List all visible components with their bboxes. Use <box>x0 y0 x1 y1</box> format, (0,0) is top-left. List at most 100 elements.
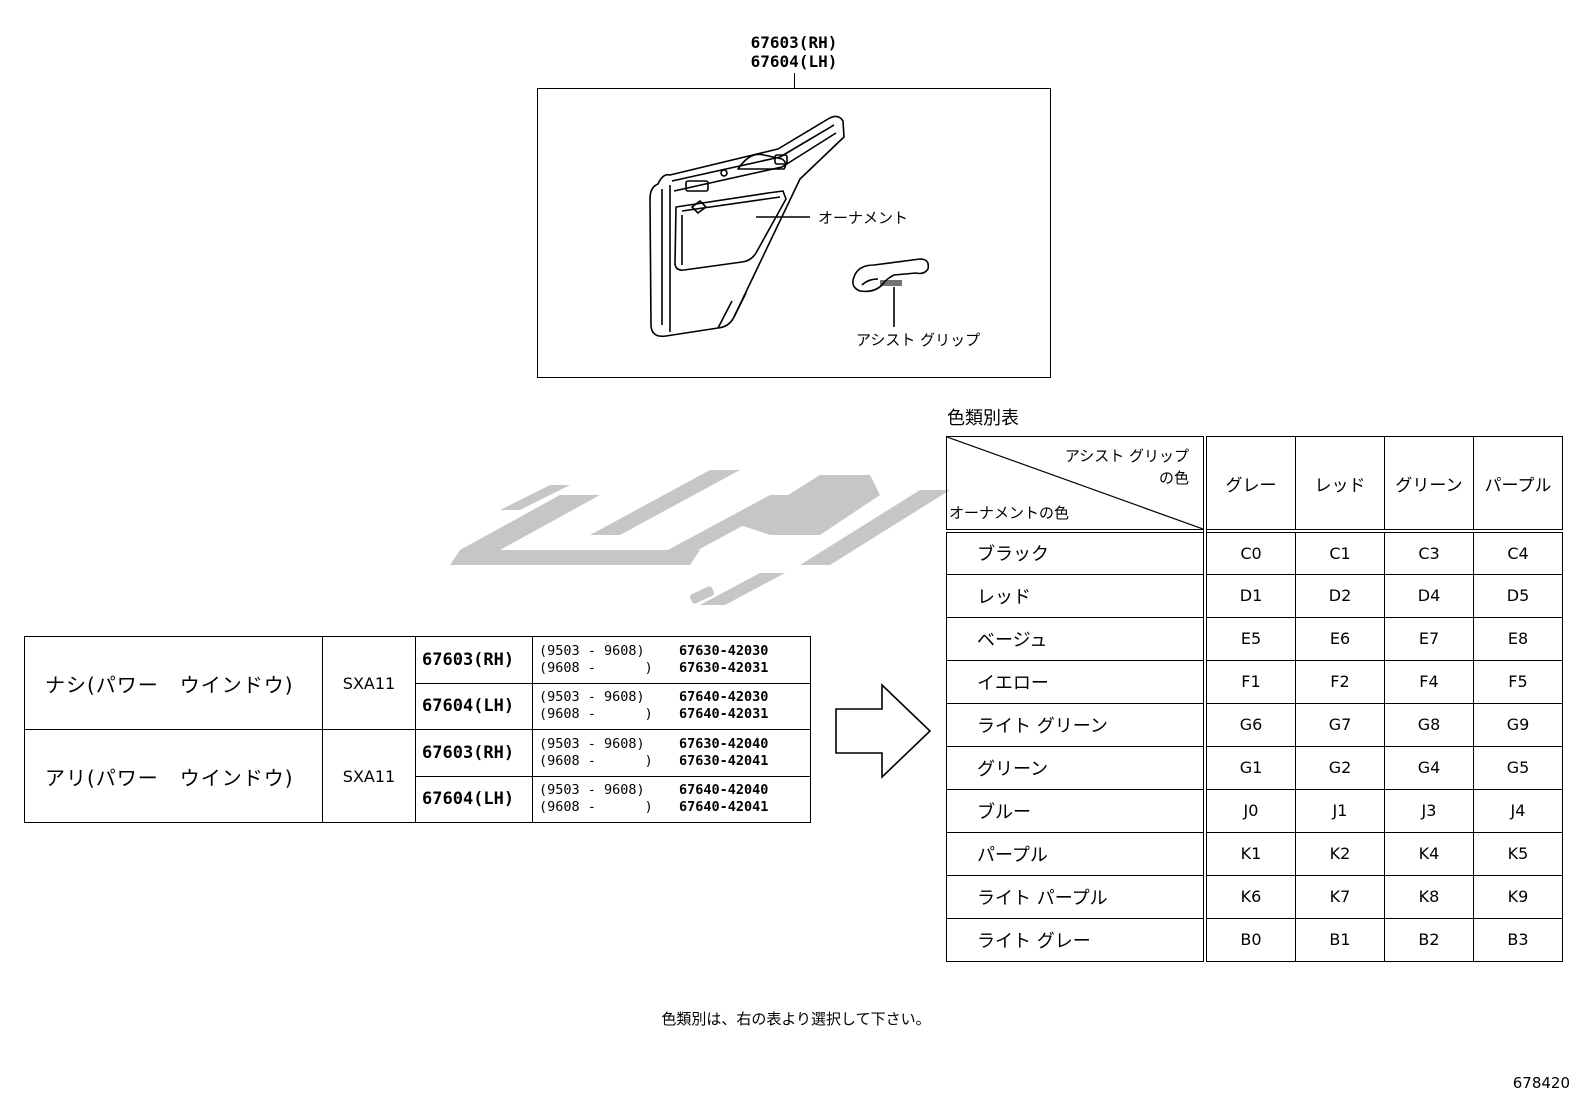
color-code: E7 <box>1384 616 1474 661</box>
date-range: (9503 - 9608) <box>539 642 645 659</box>
door-panel-outline <box>649 115 845 338</box>
color-code: D1 <box>1203 573 1296 618</box>
color-code: F5 <box>1473 659 1563 704</box>
dates-cell: (9503 - 9608)67640-42030 (9608 - )67640-… <box>532 682 811 730</box>
color-row: ライト パープル K6 K7 K8 K9 <box>946 874 1563 919</box>
part-number-rh: 67603(RH) <box>750 33 838 52</box>
part-number: 67640-42040 <box>679 782 769 799</box>
part-number-lh: 67604(LH) <box>750 52 838 71</box>
part-number: 67640-42030 <box>679 689 769 706</box>
color-row: グリーン G1 G2 G4 G5 <box>946 745 1563 790</box>
ornament-label: オーナメント <box>818 209 909 227</box>
ornament-color-name: ベージュ <box>946 616 1206 661</box>
color-code: D5 <box>1473 573 1563 618</box>
date-range: (9608 - ) <box>539 659 653 676</box>
color-code: G7 <box>1295 702 1385 747</box>
color-code: F4 <box>1384 659 1474 704</box>
figure-number: 678420 <box>1512 1074 1570 1092</box>
column-header: グリーン <box>1384 436 1474 532</box>
color-row: レッド D1 D2 D4 D5 <box>946 573 1563 618</box>
color-code: F2 <box>1295 659 1385 704</box>
color-code: C3 <box>1384 529 1474 575</box>
date-range: (9608 - ) <box>539 799 653 816</box>
column-header: レッド <box>1295 436 1385 532</box>
door-handle-recess <box>737 153 787 170</box>
grip-color-header: アシスト グリップ の色 <box>1065 445 1189 489</box>
table-row: アリ(パワー ウインドウ) SXA11 67603(RH) (9503 - 96… <box>24 729 811 823</box>
color-code: K7 <box>1295 874 1385 919</box>
door-trim-drawing <box>649 115 930 338</box>
color-row: ブルー J0 J1 J3 J4 <box>946 788 1563 833</box>
assist-grip-label: アシスト グリップ <box>856 331 981 349</box>
color-code: C0 <box>1203 529 1296 575</box>
color-code: G9 <box>1473 702 1563 747</box>
color-code: K4 <box>1384 831 1474 876</box>
color-code: G4 <box>1384 745 1474 790</box>
table-row: 67604(LH) (9503 - 9608)67640-42040 (9608… <box>25 775 811 823</box>
ornament-color-name: レッド <box>946 573 1206 618</box>
watermark-logo <box>440 455 960 629</box>
corner-header-cell: アシスト グリップ の色 オーナメントの色 <box>946 436 1206 532</box>
color-table: アシスト グリップ の色 オーナメントの色 グレー レッド グリーン パープル … <box>946 436 1563 962</box>
color-code: B3 <box>1473 917 1563 962</box>
color-row: パープル K1 K2 K4 K5 <box>946 831 1563 876</box>
color-code: E6 <box>1295 616 1385 661</box>
grip-color-header-line2: の色 <box>1158 469 1189 487</box>
color-code: D4 <box>1384 573 1474 618</box>
ornament-color-name: イエロー <box>946 659 1206 704</box>
color-code: G8 <box>1384 702 1474 747</box>
application-table: ナシ(パワー ウインドウ) SXA11 67603(RH) (9503 - 96… <box>24 636 811 823</box>
color-code: G5 <box>1473 745 1563 790</box>
color-row: ブラック C0 C1 C3 C4 <box>946 529 1563 575</box>
ornament-color-name: パープル <box>946 831 1206 876</box>
color-code: J4 <box>1473 788 1563 833</box>
part-number: 67630-42030 <box>679 642 769 659</box>
watermark-logo-shapes <box>450 470 950 605</box>
ornament-color-name: ブルー <box>946 788 1206 833</box>
color-code: F1 <box>1203 659 1296 704</box>
color-code: E5 <box>1203 616 1296 661</box>
color-row: イエロー F1 F2 F4 F5 <box>946 659 1563 704</box>
ornament-area <box>674 190 787 271</box>
grip-color-header-line1: アシスト グリップ <box>1064 447 1189 465</box>
color-code: K8 <box>1384 874 1474 919</box>
dates-cell: (9503 - 9608) 67630-42030 (9608 - ) 67630-… <box>532 636 811 684</box>
color-code: J3 <box>1384 788 1474 833</box>
part-number: 67630-42031 <box>679 659 769 676</box>
color-code: G1 <box>1203 745 1296 790</box>
color-code: J0 <box>1203 788 1296 833</box>
part-number: 67630-42040 <box>679 735 769 752</box>
date-range: (9503 - 9608) <box>539 782 645 799</box>
column-header: グレー <box>1203 436 1296 532</box>
part-number: 67640-42031 <box>679 706 769 723</box>
color-code: D2 <box>1295 573 1385 618</box>
side-part-cell: 67603(RH) <box>415 636 533 684</box>
model-cell: アリ(パワー ウインドウ) <box>24 729 323 823</box>
color-code: G6 <box>1203 702 1296 747</box>
model-code-cell: SXA11 <box>322 636 416 730</box>
color-table-title: 色類別表 <box>947 408 1019 429</box>
ornament-color-name: ブラック <box>946 529 1206 575</box>
ornament-color-name: グリーン <box>946 745 1206 790</box>
switch-recess <box>685 180 709 192</box>
date-range: (9608 - ) <box>539 706 653 723</box>
color-code: K1 <box>1203 831 1296 876</box>
door-trim-illustration: オーナメント アシスト グリップ <box>537 88 1051 378</box>
color-code: K9 <box>1473 874 1563 919</box>
selection-note: 色類別は、右の表より選択して下さい。 <box>661 1010 931 1028</box>
header-leader-line <box>794 73 795 88</box>
model-cell: ナシ(パワー ウインドウ) <box>24 636 323 730</box>
color-code: J1 <box>1295 788 1385 833</box>
color-row: ベージュ E5 E6 E7 E8 <box>946 616 1563 661</box>
diagonal-line <box>947 437 1203 529</box>
color-code: C1 <box>1295 529 1385 575</box>
color-code: K6 <box>1203 874 1296 919</box>
color-code: B2 <box>1384 917 1474 962</box>
color-code: G2 <box>1295 745 1385 790</box>
part-number: 67630-42041 <box>679 752 769 769</box>
color-row: ライト グリーン G6 G7 G8 G9 <box>946 702 1563 747</box>
date-range: (9503 - 9608) <box>539 735 645 752</box>
ornament-color-name: ライト グリーン <box>946 702 1206 747</box>
color-code: K5 <box>1473 831 1563 876</box>
color-code: C4 <box>1473 529 1563 575</box>
